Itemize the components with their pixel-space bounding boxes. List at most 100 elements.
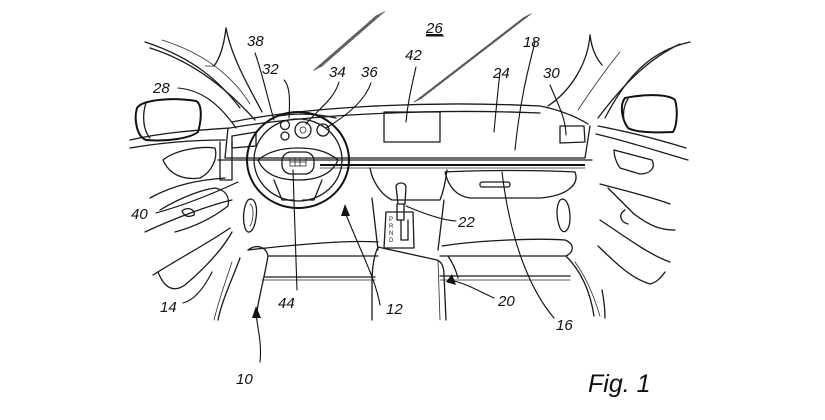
reflection-hatch-line [496,33,506,39]
numeral-22: 22 [457,214,475,231]
reflection-hatch-line [334,46,345,52]
gear-p: P [389,217,393,223]
reflection-hatch-line [448,70,458,76]
reflection-hatch-line [332,47,344,54]
reflection-hatch-line [452,67,462,73]
reflection-hatch-line [348,34,359,41]
reflection-hatch-line [520,14,530,20]
left-a-pillar [144,27,263,121]
numeral-24: 24 [492,65,510,82]
reflection-hatch-line [368,17,379,23]
glove-box-handle [479,181,511,188]
reflection-hatch-line [450,68,460,75]
left-side-mirror [134,98,202,142]
reflection-hatch-line [476,49,486,55]
reflection-hatch-line [356,27,367,33]
reflection-hatch-line [481,44,492,50]
airbag-cover [281,151,315,175]
reflection-hatch-line [500,30,510,36]
reflection-hatch-line [415,96,425,102]
reflection-hatch-line [329,50,340,57]
reflection-hatch-line [511,21,521,28]
right-a-pillar [547,34,691,119]
reflection-hatch-line [446,71,456,77]
reflection-hatch-line [472,51,482,58]
reflection-hatch-line [337,43,349,49]
reflection-hatch-line [502,29,512,35]
reflection-hatch-line [492,36,503,42]
reflection-hatch-line [494,34,504,40]
reflection-hatch-line [463,58,473,65]
armrest-side [371,246,379,321]
reflection-hatch-line [324,54,335,61]
gear-lever-knob [395,182,407,205]
arrow-10 [252,306,261,318]
reflection-hatch-line [453,66,464,72]
reflection-hatch-line [373,12,384,19]
reflection-hatch-line [354,28,366,35]
right-door [595,125,689,319]
steering-wheel [246,111,350,209]
reflection-hatch-line [363,21,374,28]
reflection-hatch-line [422,90,432,96]
reflection-hatch-line [498,31,508,38]
right-door-handle [613,149,654,175]
reflection-hatch-line [435,80,445,86]
center-display [383,111,441,143]
numeral-12: 12 [386,301,403,318]
reflection-hatch-line [485,41,495,48]
reflection-hatch-line [343,38,354,45]
reflection-hatch-line [331,49,342,55]
numeral-32: 32 [262,61,279,78]
gauge-small-lower [280,131,290,141]
gear-n: N [389,231,393,237]
numeral-44: 44 [278,295,295,312]
numeral-18: 18 [523,34,540,51]
reflection-hatch-line [321,57,332,64]
reflection-hatch-line [514,19,525,25]
reflection-hatch-line [439,77,449,83]
reflection-hatch-line [490,37,501,43]
reflection-hatch-line [353,30,364,36]
reflection-hatch-line [426,87,436,93]
lead-lines [155,41,567,363]
reflection-hatch-line [346,35,357,42]
reflection-hatch-line [465,57,475,63]
reflection-hatch-line [442,74,453,80]
reflection-hatch-line [418,93,429,99]
reflection-hatch-line [366,18,377,25]
reflection-hatch-line [461,60,471,66]
arrow-20 [446,274,456,285]
reflection-hatch-line [361,22,372,29]
right-air-vent [559,125,586,144]
reflection-hatch-line [505,26,516,32]
gauge-speedometer [294,121,312,139]
center-console: P R N D [371,182,447,321]
reflection-hatch-line [518,16,528,22]
reflection-hatch-line [349,33,361,39]
reflection-hatch-line [336,44,347,51]
reflection-hatch-line [369,15,381,22]
armrest-top [377,246,447,321]
reflection-hatch-line [339,41,350,48]
reflection-hatch-line [351,31,362,38]
numeral-36: 36 [361,64,378,81]
reflection-hatch-line [344,37,355,44]
reflection-hatch-line [322,56,334,63]
left-door-handle [162,146,217,180]
reflection-hatch-line [509,23,519,29]
numeral-34: 34 [329,64,346,81]
windshield-reflection [312,11,532,103]
passenger-seat [439,238,601,317]
reflection-hatch-line [466,56,477,62]
numeral-28: 28 [152,80,170,97]
reflection-hatch-line [424,88,434,95]
reflection-hatch-line [358,25,369,32]
numeral-26: 26 [425,20,443,37]
reflection-hatch-line [317,60,329,67]
reflection-hatch-line [457,63,467,69]
reflection-hatch-line [459,61,469,67]
reflection-hatch-line [428,86,438,92]
reflection-hatch-line [441,76,451,82]
